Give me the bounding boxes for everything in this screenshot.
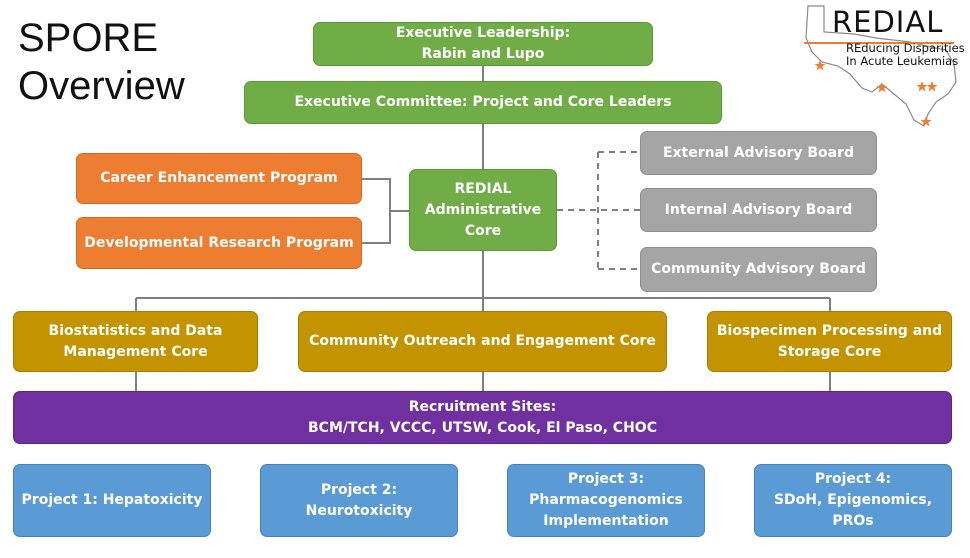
developmental-research-program-label: Developmental Research Program (84, 234, 354, 251)
biospecimen-core-line-2: Storage Core (777, 343, 882, 360)
administrative-core-box: REDIAL Administrative Core (409, 169, 557, 251)
executive-committee-box: Executive Committee: Project and Core Le… (244, 81, 722, 124)
administrative-core-line-2: Administrative (424, 201, 542, 218)
administrative-core-line-1: REDIAL (454, 180, 512, 197)
project-3-line-1: Project 3: (567, 471, 645, 487)
community-outreach-core-box: Community Outreach and Engagement Core (298, 311, 667, 372)
recruitment-sites-list: BCM/TCH, VCCC, UTSW, Cook, El Paso, CHOC (308, 419, 657, 436)
slide-title-line-2: Overview (18, 64, 185, 108)
executive-leadership-line-2: Rabin and Lupo (421, 46, 545, 62)
project-3-box: Project 3: Pharmacogenomics Implementati… (507, 464, 705, 537)
administrative-core-line-3: Core (464, 222, 502, 239)
project-4-line-3: PROs (832, 513, 874, 529)
external-advisory-board-box: External Advisory Board (640, 131, 877, 175)
biostatistics-core-line-1: Biostatistics and Data (48, 322, 223, 339)
logo-wordmark: REDIAL (832, 5, 944, 39)
project-4-box: Project 4: SDoH, Epigenomics, PROs (754, 464, 952, 537)
project-3-line-3: Implementation (543, 513, 669, 529)
slide-title-line-1: SPORE (18, 16, 159, 60)
project-4-line-1: Project 4: (814, 471, 892, 487)
biospecimen-core-line-1: Biospecimen Processing and (716, 322, 943, 339)
slide-title: SPORE Overview (18, 14, 185, 110)
biospecimen-core-box: Biospecimen Processing and Storage Core (707, 311, 952, 372)
texas-map-logo (804, 5, 957, 127)
recruitment-sites-heading: Recruitment Sites: (408, 398, 557, 415)
executive-leadership-line-1: Executive Leadership: (395, 25, 571, 41)
internal-advisory-board-box: Internal Advisory Board (640, 188, 877, 232)
biostatistics-core-line-2: Management Core (63, 343, 208, 360)
project-2-box: Project 2: Neurotoxicity (260, 464, 458, 537)
logo-tagline-line-2: In Acute Leukemias (846, 54, 959, 68)
recruitment-sites-box: Recruitment Sites: BCM/TCH, VCCC, UTSW, … (13, 391, 952, 444)
executive-leadership-box: Executive Leadership: Rabin and Lupo (313, 22, 653, 66)
career-enhancement-program-box: Career Enhancement Program (76, 153, 362, 204)
executive-committee-label: Executive Committee: Project and Core Le… (294, 94, 672, 110)
biostatistics-core-box: Biostatistics and Data Management Core (13, 311, 258, 372)
career-enhancement-program-label: Career Enhancement Program (100, 170, 338, 186)
project-1-label: Project 1: Hepatoxicity (21, 492, 203, 508)
project-4-line-2: SDoH, Epigenomics, (773, 492, 933, 508)
project-3-line-2: Pharmacogenomics (529, 492, 683, 508)
project-2-label: Project 2: Neurotoxicity (305, 481, 413, 519)
community-advisory-board-label: Community Advisory Board (651, 261, 866, 277)
community-advisory-board-box: Community Advisory Board (640, 247, 877, 292)
project-1-box: Project 1: Hepatoxicity (13, 464, 211, 537)
developmental-research-program-box: Developmental Research Program (76, 217, 362, 269)
logo-tagline-line-1: REducing Disparities (846, 41, 965, 55)
logo-tagline: REducing Disparities In Acute Leukemias (846, 42, 965, 68)
external-advisory-board-label: External Advisory Board (662, 144, 855, 161)
community-outreach-core-label: Community Outreach and Engagement Core (309, 333, 656, 349)
internal-advisory-board-label: Internal Advisory Board (664, 201, 853, 218)
